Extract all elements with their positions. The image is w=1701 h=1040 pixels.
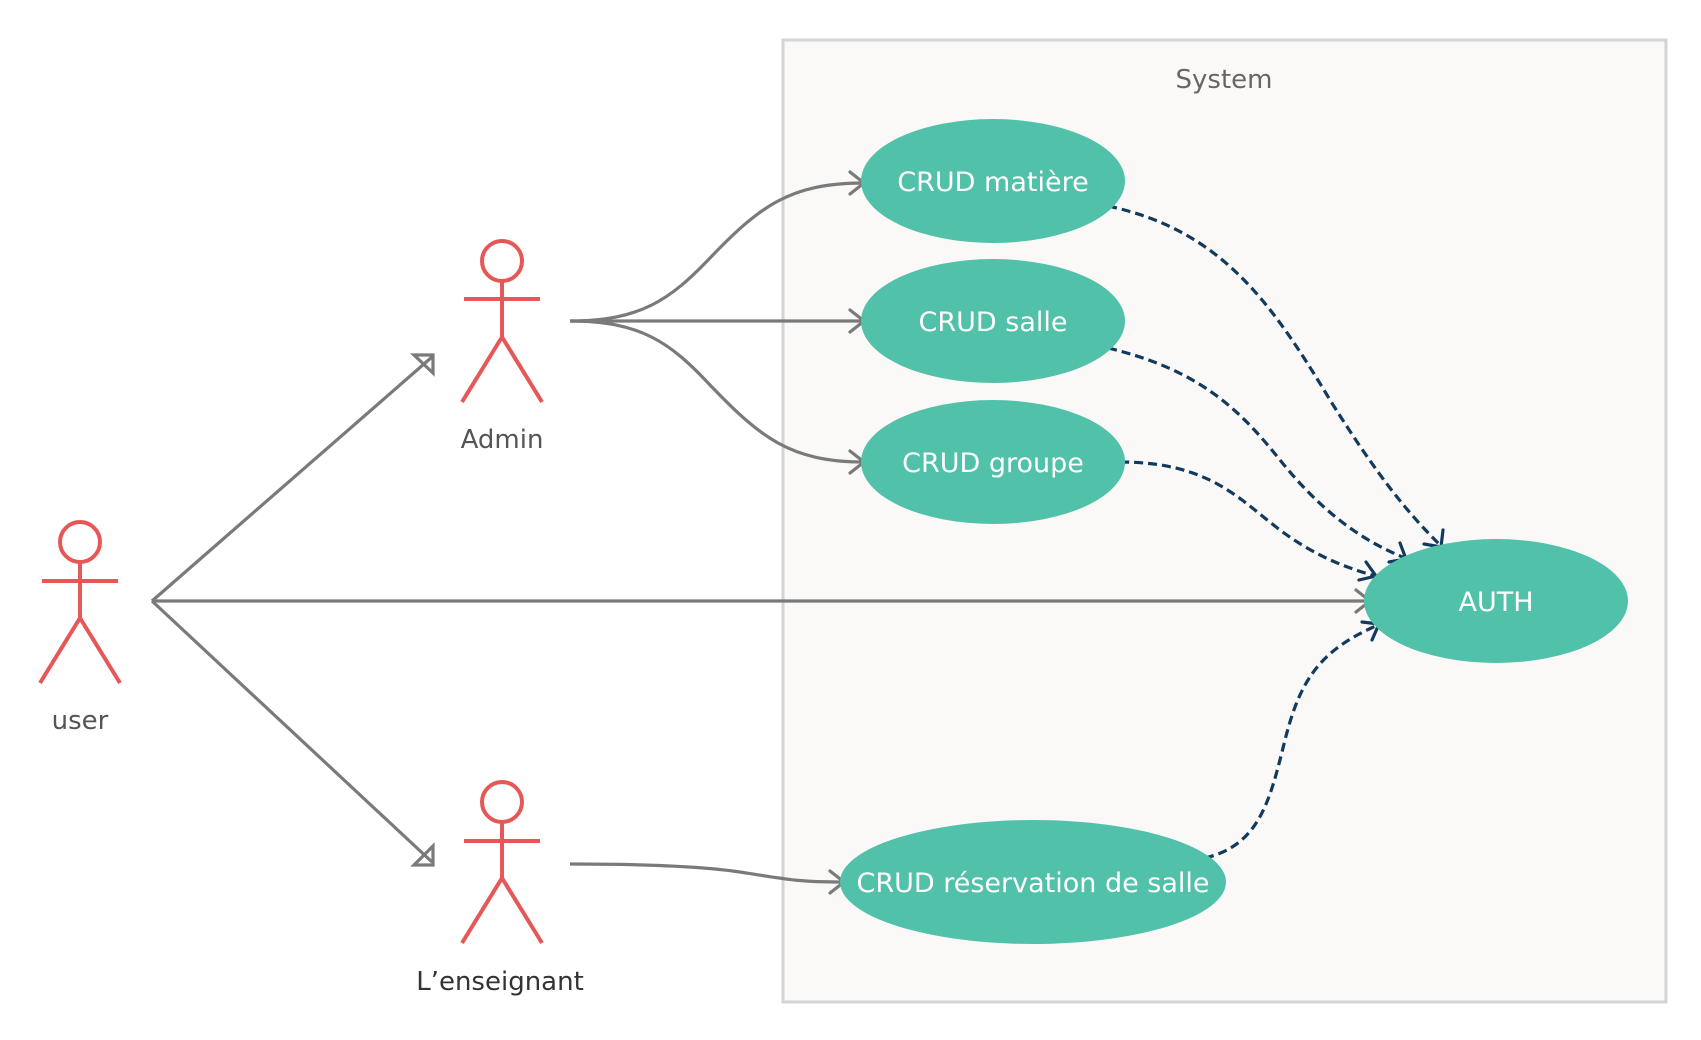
include-matiere-auth — [1107, 204, 1442, 547]
include-salle-auth — [1107, 346, 1406, 560]
actor-teacher-label: L’enseignant — [416, 967, 584, 997]
actor-teacher — [460, 780, 544, 945]
actor-admin — [460, 239, 544, 404]
use-case-reservation-label: CRUD réservation de salle — [856, 868, 1209, 899]
use-case-auth: AUTH — [1364, 539, 1628, 663]
actor-user-label: user — [52, 706, 109, 736]
association-admin-groupe — [569, 319, 865, 464]
use-case-matiere-label: CRUD matière — [897, 167, 1088, 198]
generalization-arrow-teacher — [410, 842, 435, 867]
generalization-user-admin — [150, 355, 434, 603]
generalization-user-teacher — [150, 599, 434, 864]
include-groupe-auth — [1119, 460, 1376, 578]
actor-admin-label: Admin — [461, 425, 544, 455]
use-case-reservation: CRUD réservation de salle — [840, 820, 1226, 944]
include-reservation-auth — [1204, 623, 1379, 860]
system-title: System — [1176, 65, 1273, 95]
use-case-matiere: CRUD matière — [861, 119, 1125, 243]
use-case-groupe: CRUD groupe — [861, 400, 1125, 524]
use-case-auth-label: AUTH — [1458, 587, 1533, 618]
use-case-salle-label: CRUD salle — [919, 307, 1068, 338]
use-case-salle: CRUD salle — [861, 259, 1125, 383]
generalization-arrow-admin — [409, 353, 435, 377]
use-case-groupe-label: CRUD groupe — [902, 448, 1084, 479]
association-teacher-reservation — [569, 862, 845, 884]
actor-user — [38, 520, 122, 685]
association-admin-matiere — [569, 181, 865, 323]
